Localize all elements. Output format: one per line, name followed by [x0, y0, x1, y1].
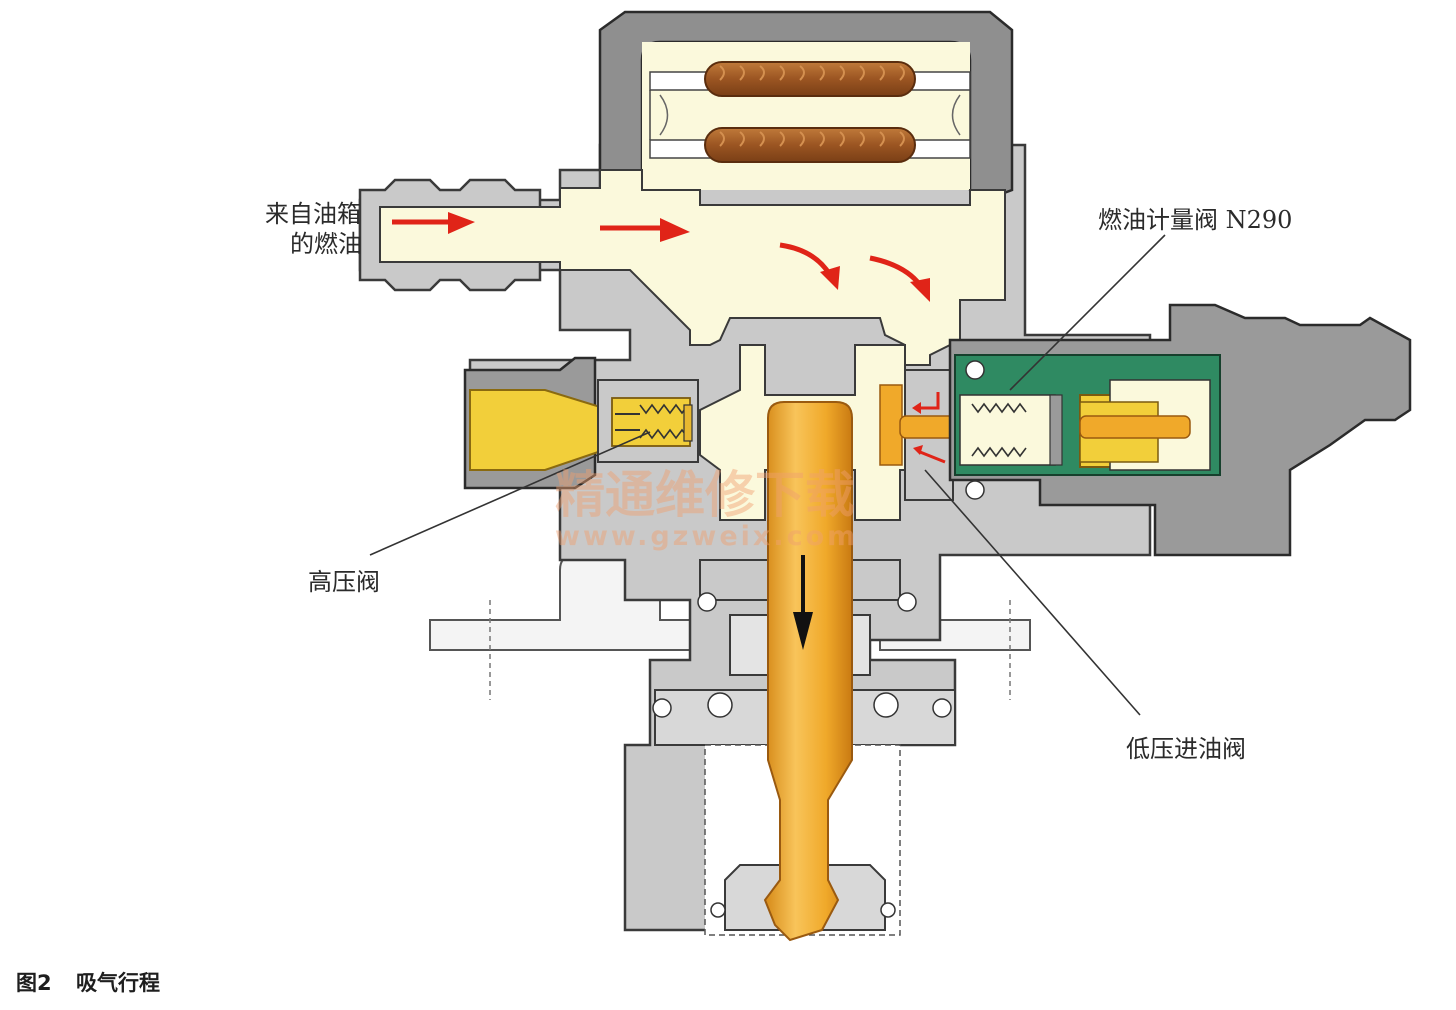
piston-direction-arrow — [793, 555, 813, 650]
label-fuel-from-tank-2: 的燃油 — [290, 230, 362, 258]
watermark-cn: 精通维修下载 — [555, 466, 855, 524]
caption-figure-number: 图2 — [16, 971, 52, 995]
watermark: 精通维修下载 www.gzweix.com — [555, 466, 858, 552]
solenoid-coil — [704, 61, 916, 163]
label-low-pressure-inlet-valve: 低压进油阀 — [1126, 735, 1246, 763]
label-high-pressure-valve: 高压阀 — [308, 568, 380, 596]
pump-piston — [763, 401, 853, 942]
flow-arrows — [392, 212, 930, 302]
high-pressure-outlet-fitting — [463, 356, 699, 490]
label-metering-valve: 燃油计量阀 N290 — [1098, 206, 1292, 234]
solenoid-cap — [598, 10, 1014, 202]
label-fuel-from-tank-1: 来自油箱 — [265, 200, 361, 228]
leader-lines — [369, 234, 1166, 716]
fuel-metering-valve-n290 — [948, 303, 1412, 557]
caption-title: 吸气行程 — [76, 971, 160, 995]
high-pressure-valve — [611, 397, 693, 447]
watermark-url: www.gzweix.com — [555, 521, 858, 552]
